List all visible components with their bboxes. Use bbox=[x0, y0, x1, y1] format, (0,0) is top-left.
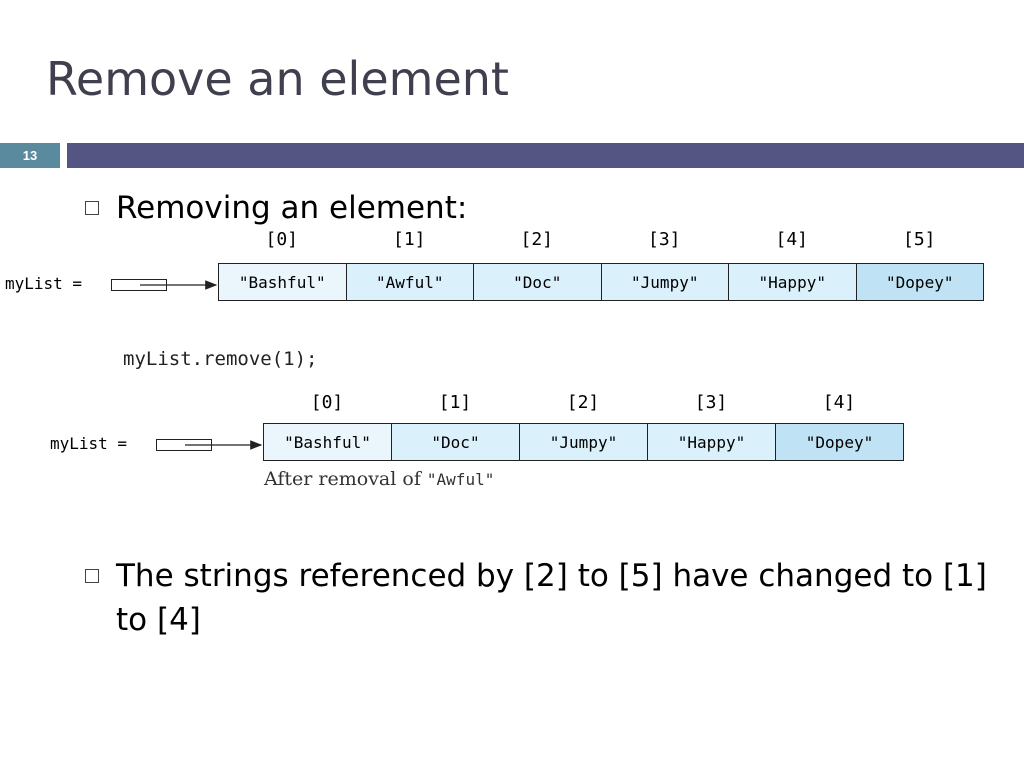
before-index-5: [5] bbox=[902, 229, 936, 250]
bullet-strings-changed: The strings referenced by [2] to [5] hav… bbox=[85, 554, 996, 642]
bullet-removing: Removing an element: bbox=[85, 186, 468, 230]
slide-number: 13 bbox=[0, 143, 60, 168]
before-cell-3: "Jumpy" bbox=[600, 263, 729, 301]
caption-prefix: After removal of bbox=[264, 468, 427, 490]
before-index-3: [3] bbox=[647, 229, 681, 250]
after-index-1: [1] bbox=[438, 392, 472, 413]
code-remove-call: myList.remove(1); bbox=[123, 348, 318, 370]
after-index-4: [4] bbox=[822, 392, 856, 413]
slide-title: Remove an element bbox=[46, 52, 509, 106]
after-cell-1: "Doc" bbox=[391, 423, 520, 461]
bullet-text: Removing an element: bbox=[116, 190, 468, 226]
before-cell-4: "Happy" bbox=[728, 263, 857, 301]
bullet-square-icon bbox=[85, 569, 99, 583]
after-cell-0: "Bashful" bbox=[263, 423, 392, 461]
before-index-2: [2] bbox=[520, 229, 553, 250]
before-cell-0: "Bashful" bbox=[218, 263, 347, 301]
ref-label-before: myList = bbox=[5, 274, 83, 293]
before-cell-5: "Dopey" bbox=[855, 263, 984, 301]
ref-label-after: myList = bbox=[50, 434, 128, 453]
before-cell-1: "Awful" bbox=[345, 263, 474, 301]
caption-value: "Awful" bbox=[426, 470, 495, 489]
before-cell-2: "Doc" bbox=[473, 263, 602, 301]
after-index-3: [3] bbox=[694, 392, 728, 413]
after-cell-2: "Jumpy" bbox=[519, 423, 648, 461]
bullet-square-icon bbox=[85, 201, 99, 215]
before-index-1: [1] bbox=[392, 229, 426, 250]
after-cell-4: "Dopey" bbox=[775, 423, 904, 461]
bullet-text: The strings referenced by [2] to [5] hav… bbox=[116, 558, 987, 638]
after-cell-3: "Happy" bbox=[647, 423, 776, 461]
before-index-0: [0] bbox=[265, 229, 298, 250]
diagram-caption: After removal of "Awful" bbox=[264, 468, 494, 490]
after-index-0: [0] bbox=[310, 392, 344, 413]
after-index-2: [2] bbox=[566, 392, 600, 413]
title-rule bbox=[67, 143, 1024, 168]
before-index-4: [4] bbox=[775, 229, 808, 250]
